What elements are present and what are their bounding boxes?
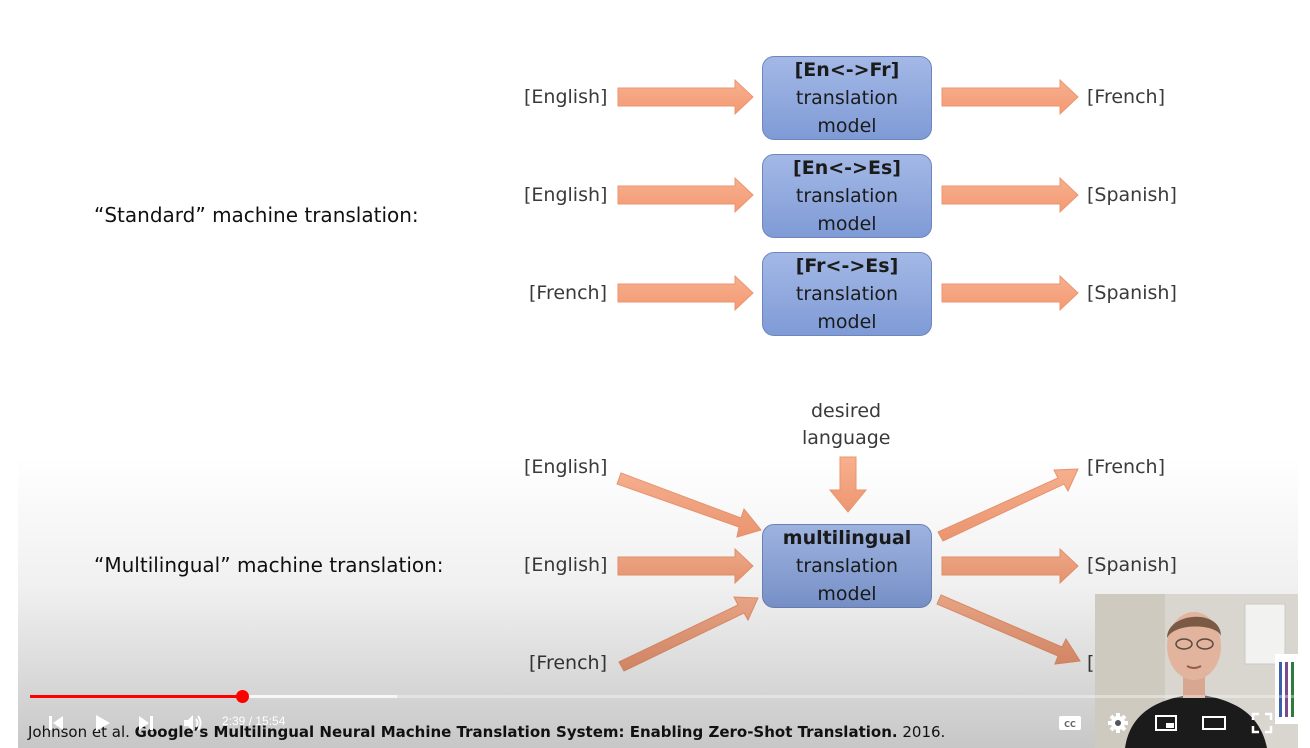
arrow-diag [616,472,762,538]
arrow-right [941,176,1079,214]
model-box: [En<->Es] translation model [762,154,932,238]
model-name: [Fr<->Es] [795,255,899,277]
next-button[interactable] [132,709,160,737]
target-language: [ [1087,652,1095,674]
source-language: [English] [524,554,608,576]
next-icon [139,716,153,730]
target-language: [French] [1087,456,1165,478]
arrow-right [941,547,1079,585]
play-icon [96,715,110,731]
captions-button[interactable]: CC [1056,709,1084,737]
fullscreen-icon [1251,712,1273,734]
multilingual-label: “Multilingual” machine translation: [94,553,444,577]
play-button[interactable] [88,709,116,737]
citation-title: Google’s Multilingual Neural Machine Tra… [134,723,898,741]
source-language: [English] [524,456,608,478]
theater-mode-button[interactable] [1200,709,1228,737]
settings-button[interactable] [1104,709,1132,737]
settings-icon [1108,713,1128,733]
time-display: 2:39 / 15:54 [222,714,286,728]
citation-year: 2016. [902,723,946,741]
previous-button[interactable] [42,709,70,737]
svg-text:CC: CC [1064,720,1076,729]
source-language: [English] [524,184,608,206]
miniplayer-icon [1155,715,1177,731]
model-line: model [817,115,877,137]
model-line: translation [795,555,899,577]
miniplayer-button[interactable] [1152,709,1180,737]
played-bar [30,695,242,698]
presenter-image [1095,594,1298,748]
model-name: multilingual [782,527,912,549]
arrow-right [617,547,754,585]
source-language: [French] [529,282,607,304]
arrow-right [617,78,754,116]
model-line: translation [795,283,899,305]
standard-label: “Standard” machine translation: [94,203,419,227]
arrow-right [941,78,1079,116]
desired-language-label: language [802,427,891,449]
target-language: [Spanish] [1087,282,1177,304]
previous-icon [49,716,63,730]
model-line: model [817,213,877,235]
target-language: [Spanish] [1087,554,1177,576]
model-line: model [817,583,877,605]
model-name: [En<->Es] [793,157,901,179]
arrow-right [941,274,1079,312]
fullscreen-button[interactable] [1248,709,1276,737]
desired-language-label: desired [811,400,882,422]
presenter-video [1095,594,1298,748]
scrubber-handle[interactable] [235,690,249,703]
model-line: translation [795,185,899,207]
model-box: [Fr<->Es] translation model [762,252,932,336]
citation-authors: Johnson et al. [28,723,130,741]
volume-button[interactable] [179,709,207,737]
captions-icon: CC [1059,716,1081,730]
multilingual-model-box: multilingual translation model [762,524,932,608]
source-language: [French] [529,652,607,674]
arrow-down [828,456,868,513]
citation: Johnson et al. Google’s Multilingual Neu… [28,723,945,741]
target-language: [Spanish] [1087,184,1177,206]
theater-icon [1202,716,1226,730]
model-box: [En<->Fr] translation model [762,56,932,140]
model-line: model [817,311,877,333]
model-name: [En<->Fr] [794,59,900,81]
arrow-diag [618,596,759,672]
target-language: [French] [1087,86,1165,108]
progress-bar[interactable] [30,690,1294,703]
arrow-right [617,176,754,214]
arrow-diag [937,468,1079,542]
arrow-right [617,274,754,312]
volume-icon [184,715,202,731]
arrow-diag [936,594,1081,665]
model-line: translation [795,87,899,109]
source-language: [English] [524,86,608,108]
